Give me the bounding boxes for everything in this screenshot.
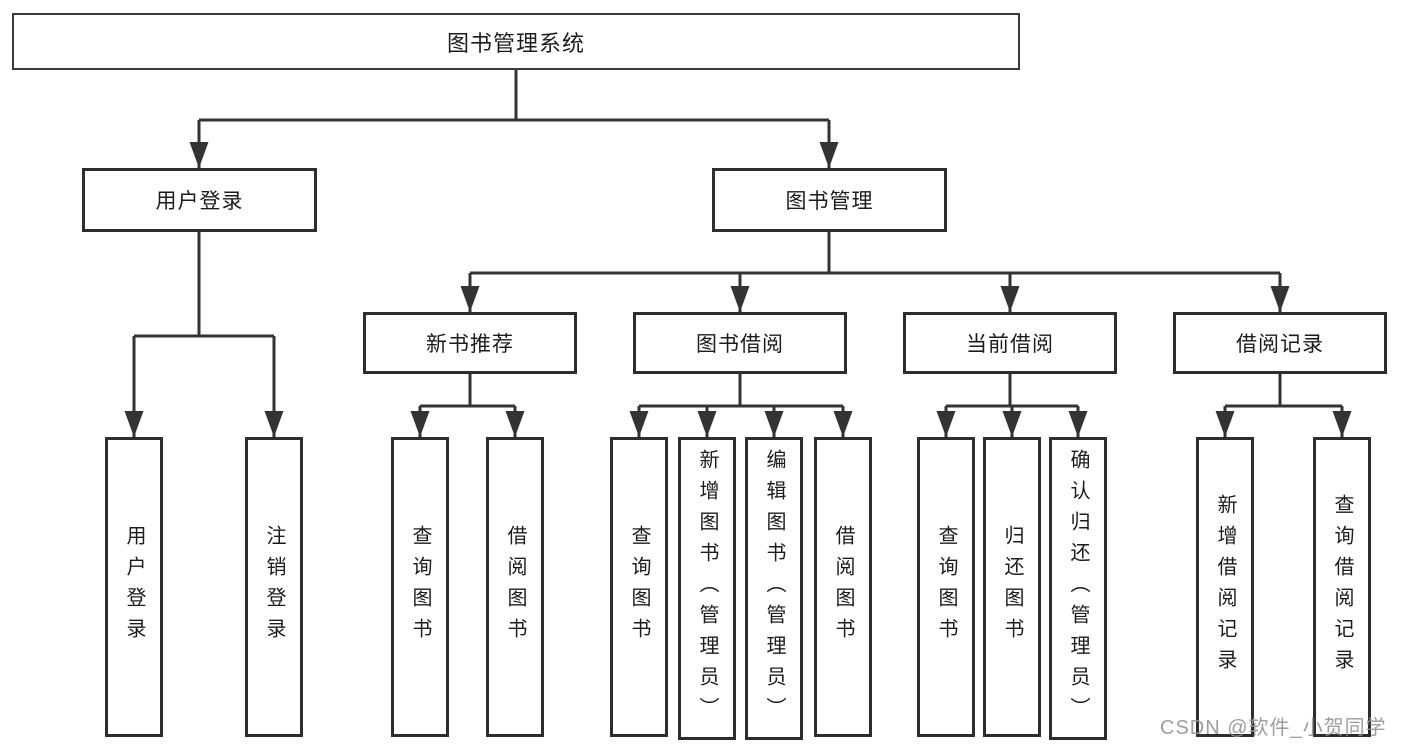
leaf-add-borrow-record: 新增借阅记录: [1196, 437, 1254, 737]
node-borrowing-records: 借阅记录: [1173, 312, 1387, 374]
leaf-user-login: 用户登录: [105, 437, 163, 737]
node-root: 图书管理系统: [12, 13, 1020, 70]
leaf-borrow-books-recommend-label: 借阅图书: [504, 525, 526, 649]
node-new-book-recommend-label: 新书推荐: [426, 333, 514, 356]
leaf-edit-book-admin-label: 编辑图书（管理员）: [763, 449, 785, 728]
leaf-query-books-recommend: 查询图书: [391, 437, 449, 737]
node-book-borrowing-label: 图书借阅: [696, 333, 784, 356]
node-user-login: 用户登录: [82, 168, 317, 232]
node-borrowing-records-label: 借阅记录: [1236, 333, 1324, 356]
leaf-borrow-books-recommend: 借阅图书: [486, 437, 544, 737]
leaf-query-borrow-record-label: 查询借阅记录: [1331, 494, 1353, 680]
leaf-query-books-recommend-label: 查询图书: [409, 525, 431, 649]
leaf-return-book: 归还图书: [983, 437, 1041, 737]
arrowhead-icons: [124, 142, 1352, 437]
leaf-add-book-admin: 新增图书（管理员）: [678, 437, 736, 740]
node-current-borrowing: 当前借阅: [903, 312, 1117, 374]
leaf-logout: 注销登录: [245, 437, 303, 737]
node-current-borrowing-label: 当前借阅: [966, 333, 1054, 356]
leaf-add-book-admin-label: 新增图书（管理员）: [696, 449, 718, 728]
node-user-login-label: 用户登录: [155, 190, 244, 213]
leaf-query-books-current: 查询图书: [917, 437, 975, 737]
node-book-management-label: 图书管理: [785, 190, 874, 213]
leaf-confirm-return-admin-label: 确认归还（管理员）: [1067, 449, 1089, 728]
node-book-management: 图书管理: [712, 168, 947, 232]
leaf-query-books-borrow: 查询图书: [610, 437, 668, 737]
leaf-return-book-label: 归还图书: [1001, 525, 1023, 649]
leaf-borrow-books: 借阅图书: [814, 437, 872, 737]
leaf-logout-label: 注销登录: [263, 525, 285, 649]
leaf-query-books-current-label: 查询图书: [935, 525, 957, 649]
node-root-label: 图书管理系统: [446, 30, 585, 56]
leaf-edit-book-admin: 编辑图书（管理员）: [745, 437, 803, 740]
leaf-add-borrow-record-label: 新增借阅记录: [1214, 494, 1236, 680]
leaf-query-borrow-record: 查询借阅记录: [1313, 437, 1371, 737]
leaf-user-login-label: 用户登录: [123, 525, 145, 649]
node-new-book-recommend: 新书推荐: [363, 312, 577, 374]
leaf-query-books-borrow-label: 查询图书: [628, 525, 650, 649]
node-book-borrowing: 图书借阅: [633, 312, 847, 374]
leaf-confirm-return-admin: 确认归还（管理员）: [1049, 437, 1107, 740]
csdn-watermark: CSDN @软件_小贺同学: [1160, 717, 1387, 739]
leaf-borrow-books-label: 借阅图书: [832, 525, 854, 649]
